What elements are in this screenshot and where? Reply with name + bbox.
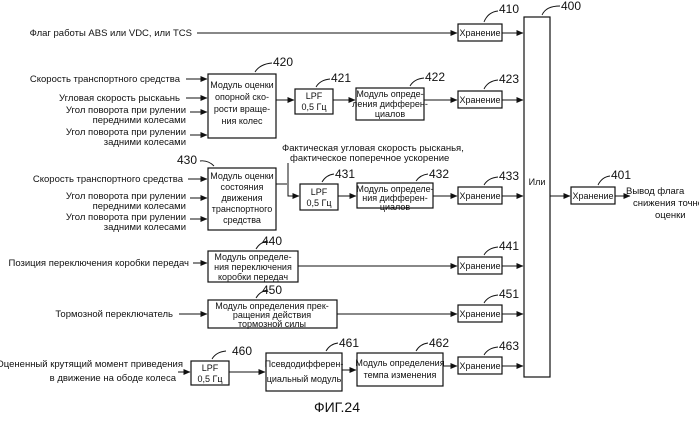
rate-mod-l1: Модуль определения xyxy=(355,358,444,368)
rate-mod-l2: темпа изменения xyxy=(364,370,437,380)
state-est-l1: Модуль оценки xyxy=(210,171,273,181)
actual-signals-l2: фактическое поперечное ускорение xyxy=(290,153,449,164)
or-gate-block xyxy=(524,17,550,377)
ref-433: 433 xyxy=(499,169,519,183)
ref-441: 441 xyxy=(499,239,519,253)
diff-422-l3: циалов xyxy=(375,109,406,119)
gear-mod-l3: коробки передач xyxy=(218,272,288,282)
leader-460 xyxy=(212,351,226,359)
leader-431 xyxy=(322,174,334,182)
ref-401: 401 xyxy=(611,168,631,182)
input-brake-switch: Тормозной переключатель xyxy=(55,309,173,320)
leader-420 xyxy=(255,63,272,72)
leader-451 xyxy=(484,295,498,303)
storage-block-423-label: Хранение xyxy=(460,95,501,105)
state-est-l3: движения xyxy=(222,193,263,203)
leader-421 xyxy=(316,79,330,87)
lpf-460-l1: LPF xyxy=(202,363,219,373)
leader-463 xyxy=(484,347,498,355)
leader-401 xyxy=(598,176,610,185)
input-abs-flag: Флаг работы ABS или VDC, или TCS xyxy=(30,28,192,39)
storage-block-463-label: Хранение xyxy=(460,361,501,371)
ref-wheel-speed-l3: рости враще- xyxy=(214,104,270,114)
ref-wheel-speed-l2: опорной ско- xyxy=(215,92,269,102)
ref-410: 410 xyxy=(499,2,519,16)
ref-430: 430 xyxy=(177,153,197,167)
input-vehicle-speed-2: Скорость транспортного средства xyxy=(33,174,184,185)
input-torque-l1: Оцененный крутящий момент приведения xyxy=(0,359,183,370)
ref-463: 463 xyxy=(499,339,519,353)
storage-block-441-label: Хранение xyxy=(460,261,501,271)
leader-430 xyxy=(200,161,214,166)
input-rear-steer-1b: задними колесами xyxy=(104,137,186,148)
gear-mod-l2: ния переключения xyxy=(214,262,292,272)
or-gate-label: Или xyxy=(529,177,546,187)
leader-432 xyxy=(416,174,428,181)
input-gear-position: Позиция переключения коробки передач xyxy=(9,258,190,269)
ref-450: 450 xyxy=(262,283,282,297)
lpf-431-l1: LPF xyxy=(311,187,328,197)
ref-wheel-speed-l1: Модуль оценки xyxy=(210,80,273,90)
leader-462 xyxy=(416,343,428,351)
output-line-2: снижения точности xyxy=(633,198,699,209)
lpf-421-l1: LPF xyxy=(306,91,323,101)
state-est-l5: средства xyxy=(223,215,261,225)
leader-410 xyxy=(484,11,498,22)
ref-462: 462 xyxy=(429,336,449,350)
lpf-421-l2: 0,5 Гц xyxy=(301,102,326,112)
ref-460: 460 xyxy=(232,344,252,358)
diff-432-l3: циалов xyxy=(380,202,411,212)
output-line-1: Вывод флага xyxy=(626,186,685,197)
ref-432: 432 xyxy=(429,167,449,181)
storage-block-451-label: Хранение xyxy=(460,309,501,319)
pseudo-diff-l1: Псевдодифферен- xyxy=(265,359,344,369)
lpf-460-l2: 0,5 Гц xyxy=(197,374,222,384)
arrow-actual-to-431 xyxy=(288,163,299,196)
input-rear-steer-2b: задними колесами xyxy=(104,222,186,233)
storage-block-401-label: Хранение xyxy=(573,191,614,201)
state-est-l4: транспортного xyxy=(212,204,272,214)
diff-422-l1: Модуль опреде- xyxy=(356,89,423,99)
leader-400 xyxy=(542,6,560,15)
ref-431: 431 xyxy=(335,167,355,181)
lpf-431-l2: 0,5 Гц xyxy=(306,198,331,208)
figure-caption: ФИГ.24 xyxy=(314,399,360,415)
state-est-l2: состояния xyxy=(221,182,264,192)
ref-422: 422 xyxy=(425,70,445,84)
storage-block-410-label: Хранение xyxy=(460,28,501,38)
input-front-steer-2b: передними колесами xyxy=(93,201,186,212)
leader-461 xyxy=(326,343,338,351)
input-vehicle-speed-1: Скорость транспортного средства xyxy=(30,74,181,85)
input-yaw-rate: Угловая скорость рыскаьнь xyxy=(59,93,180,104)
input-torque-l2: в движение на ободе колеса xyxy=(50,373,177,384)
storage-block-433-label: Хранение xyxy=(460,191,501,201)
gear-mod-l1: Модуль определе- xyxy=(214,252,291,262)
leader-433 xyxy=(484,177,498,185)
input-front-steer-1b: передними колесами xyxy=(93,115,186,126)
ref-421: 421 xyxy=(331,71,351,85)
brake-mod-l3: тормозной силы xyxy=(238,319,306,329)
ref-440: 440 xyxy=(262,234,282,248)
leader-441 xyxy=(484,247,498,255)
diff-422-l2: ления дифферен- xyxy=(352,99,428,109)
ref-400: 400 xyxy=(561,0,581,13)
leader-422 xyxy=(410,78,424,86)
ref-461: 461 xyxy=(339,336,359,350)
ref-wheel-speed-l4: ния колес xyxy=(222,116,263,126)
leader-423 xyxy=(484,80,498,89)
ref-420: 420 xyxy=(273,55,293,69)
output-line-3: оценки xyxy=(655,210,686,221)
ref-423: 423 xyxy=(499,72,519,86)
ref-451: 451 xyxy=(499,287,519,301)
pseudo-diff-l2: циальный модуль xyxy=(267,374,342,384)
